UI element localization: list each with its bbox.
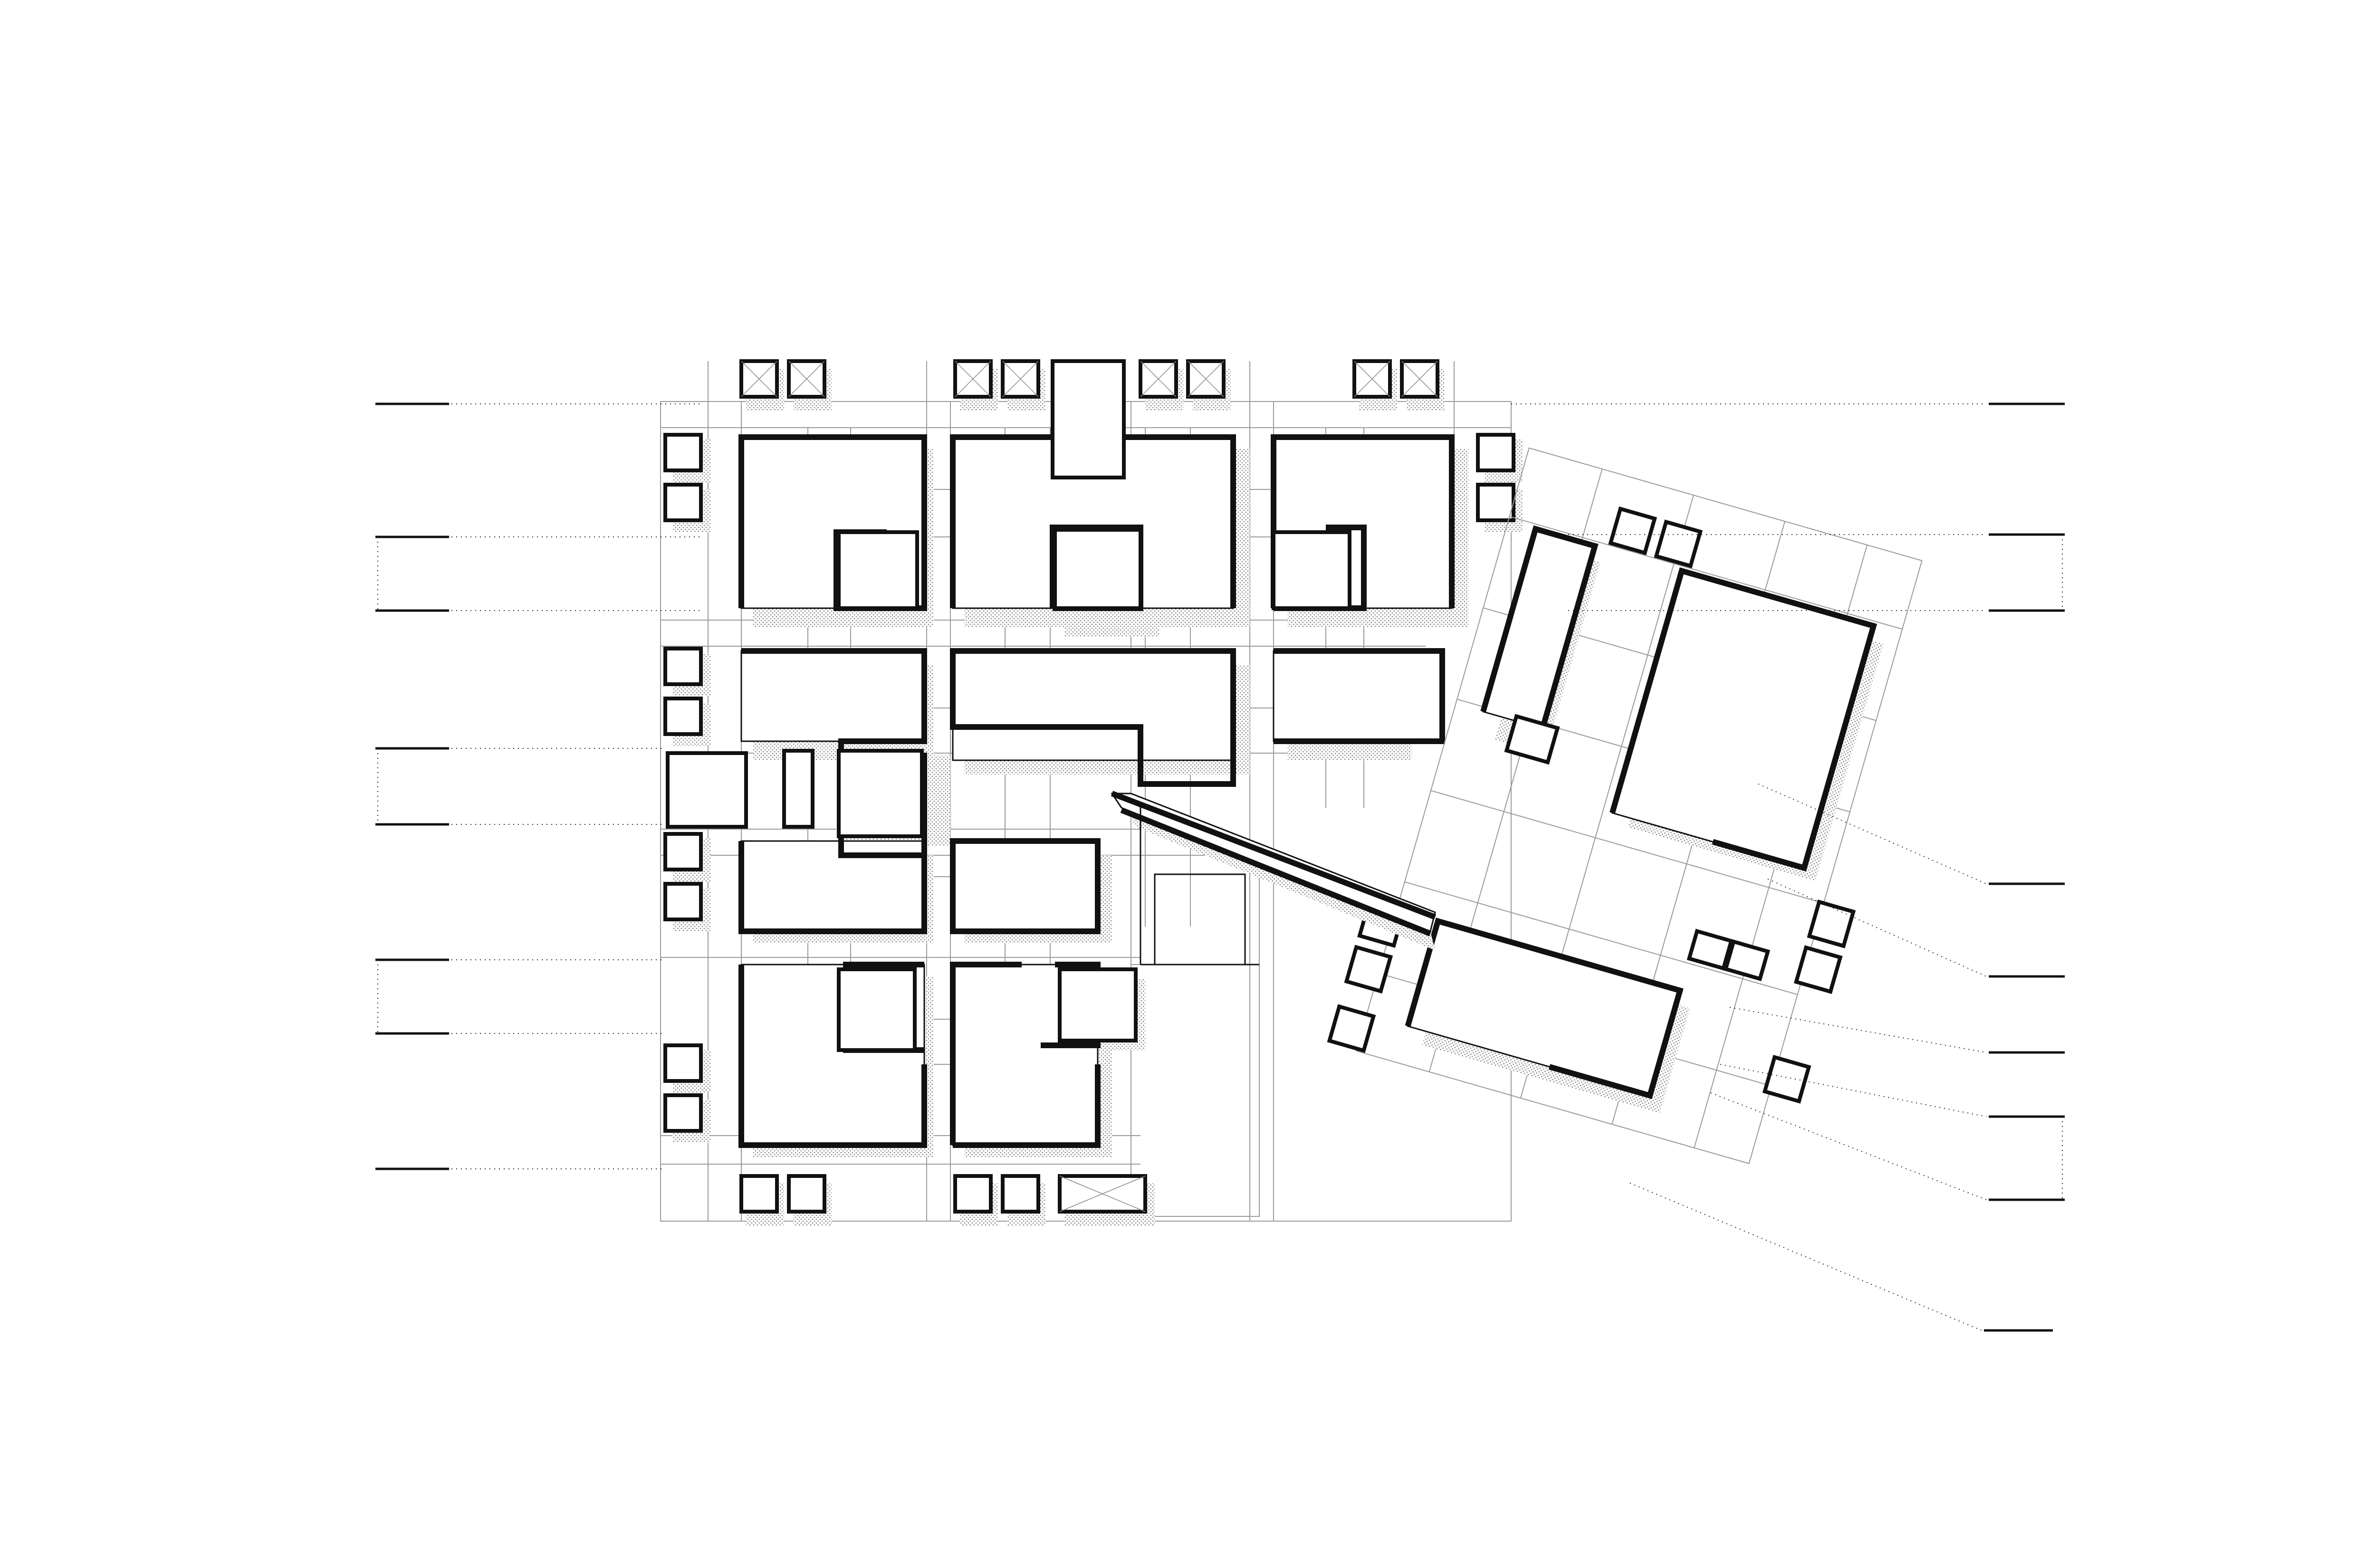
- wing-east-wall: [1610, 567, 1878, 872]
- stair-core-ne: [1272, 530, 1351, 610]
- wall-s: [950, 838, 1101, 934]
- wing-south-wall: [1405, 918, 1684, 1100]
- left-leaders: [375, 402, 703, 1170]
- lift-core-west: [782, 749, 814, 829]
- stair-core-nw: [837, 530, 919, 610]
- column-piers: [663, 359, 1523, 1226]
- wall-sw: [738, 841, 927, 934]
- stair-core-north: [1051, 359, 1126, 479]
- left-block: [666, 359, 1455, 1148]
- lightwell-south: [1058, 967, 1138, 1042]
- lightwell-west: [837, 749, 924, 838]
- wing-north-wall: [1480, 525, 1599, 730]
- wall-centre: [950, 648, 1236, 787]
- unit-centre: [952, 650, 1234, 761]
- stair-core-west: [666, 751, 748, 829]
- right-leaders: [1511, 402, 2065, 1332]
- unit-s: [952, 840, 1099, 932]
- stair-core-sw: [837, 967, 917, 1052]
- unit-w: [740, 650, 925, 742]
- unit-e: [1273, 650, 1443, 742]
- lightwell-north: [1053, 528, 1142, 610]
- wall-e: [1274, 648, 1445, 744]
- right-wing: [1327, 447, 1923, 1165]
- diagonal-corridor: [1111, 791, 1437, 966]
